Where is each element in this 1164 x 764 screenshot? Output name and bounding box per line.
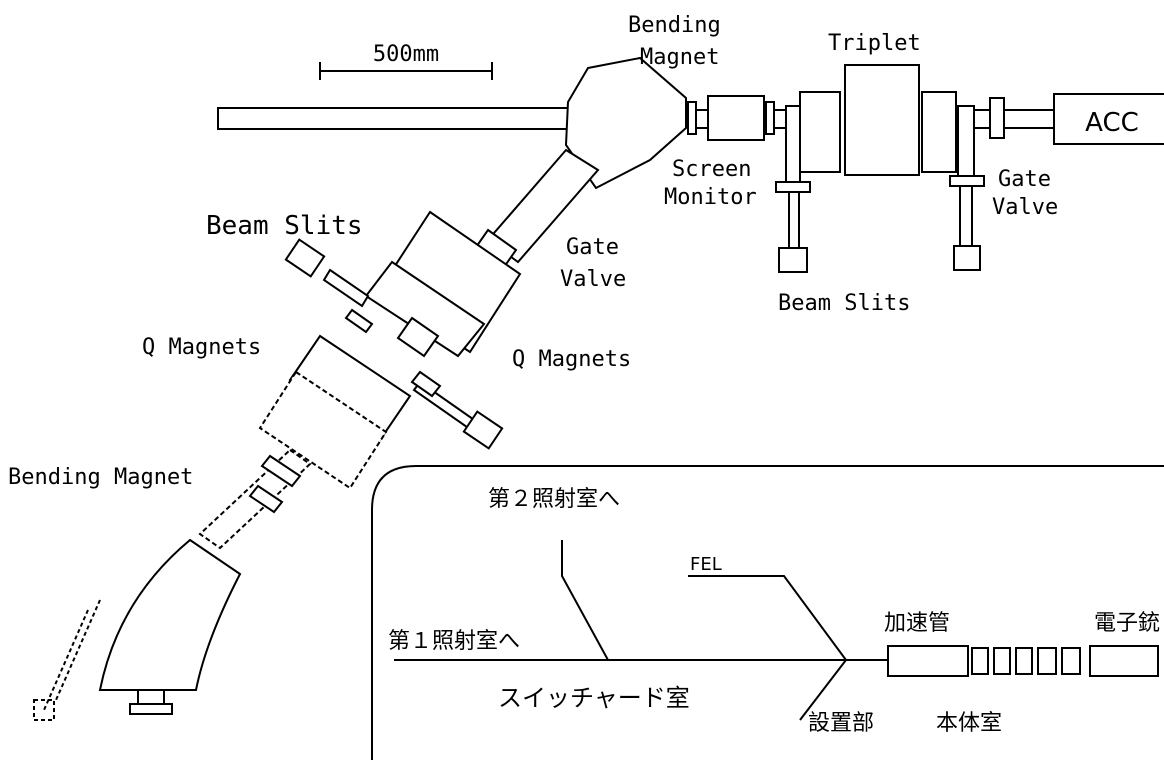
inset-main-room-label: 本体室	[936, 711, 1002, 736]
beam-pipe-left	[217, 107, 569, 130]
screen-monitor-label-2: Monitor	[664, 185, 757, 210]
inset-map: 第２照射室へ FEL 第１照射室へ 加速管 電子銃 スイッチャード室 設置部 本…	[371, 465, 1164, 760]
acc-box	[1053, 93, 1164, 145]
beam-slits-right-label: Beam Slits	[778, 291, 910, 316]
inset-accelerator-tube-label: 加速管	[884, 611, 950, 636]
q-magnets-right-label: Q Magnets	[512, 347, 631, 372]
triplet-magnet	[921, 91, 957, 173]
q-magnet-upper-2	[364, 260, 486, 358]
flange	[687, 101, 697, 135]
gate-valve-mid-label-1: Gate	[566, 235, 619, 260]
acc-label: ACC	[1085, 108, 1139, 138]
screen-monitor-label-1: Screen	[672, 157, 751, 182]
bending-magnet-upper	[564, 56, 687, 190]
gate-valve-right-label-1: Gate	[998, 167, 1051, 192]
beam-slits-left-label: Beam Slits	[206, 211, 363, 241]
inset-electron-gun-label: 電子銃	[1094, 611, 1160, 636]
bending-magnet-lower	[33, 538, 242, 721]
bending-magnet-upper-label-2: Magnet	[640, 45, 719, 70]
screen-monitor-body	[707, 95, 765, 141]
straight-beamline	[217, 56, 1164, 190]
pipe	[695, 109, 709, 129]
triplet-label: Triplet	[828, 31, 921, 56]
slit-post	[785, 105, 801, 189]
bending-magnet-lower-label: Bending Magnet	[8, 465, 193, 490]
bending-magnet-upper-label-1: Bending	[628, 13, 721, 38]
beam-slits-assembly-right	[775, 175, 985, 273]
gate-valve-mid-label-2: Valve	[560, 267, 626, 292]
gate-valve-post	[957, 105, 975, 187]
inset-room1-label: 第１照射室へ	[388, 629, 520, 654]
inset-accelerator	[887, 645, 1159, 677]
pipe	[973, 109, 991, 129]
flange	[989, 97, 1005, 139]
gate-valve-right-label-2: Valve	[992, 195, 1058, 220]
inset-fel-label: FEL	[690, 554, 722, 575]
scale-bar	[319, 62, 493, 80]
triplet-magnet	[799, 91, 841, 173]
inset-lines	[394, 540, 888, 721]
diagonal-beamline	[198, 148, 600, 550]
inset-frame	[371, 465, 1164, 760]
flange	[765, 101, 775, 135]
inset-switchyard-label: スイッチャード室	[498, 684, 690, 712]
pipe	[1003, 109, 1055, 129]
q-magnets-left-label: Q Magnets	[142, 335, 261, 360]
inset-install-section-label: 設置部	[808, 711, 874, 736]
scale-bar-label: 500mm	[373, 42, 439, 67]
triplet-magnet	[844, 64, 920, 176]
inset-room2-label: 第２照射室へ	[488, 487, 620, 512]
